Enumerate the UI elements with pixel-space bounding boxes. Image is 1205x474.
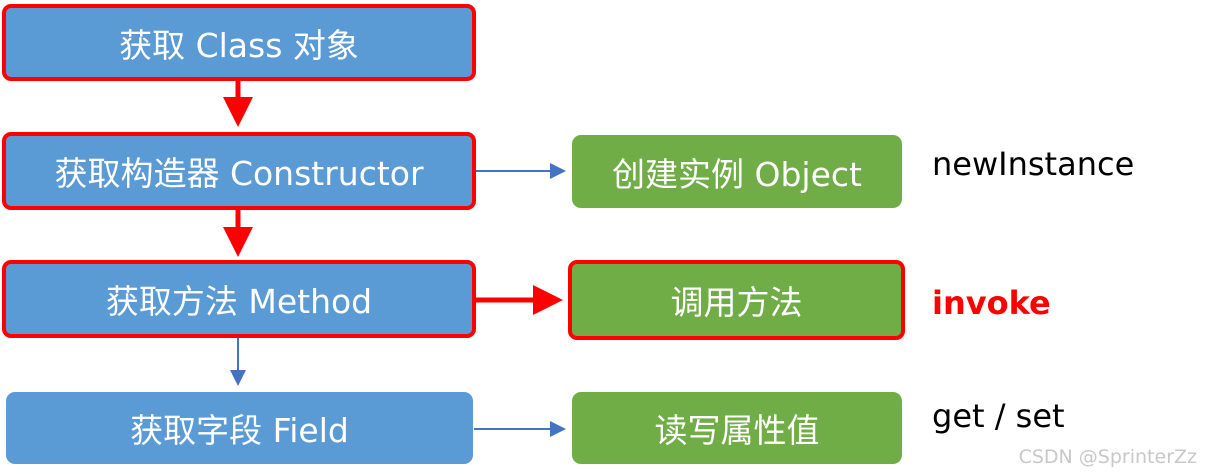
- api-get-set: get / set: [932, 397, 1065, 435]
- action-read-write-field-label: 读写属性值: [654, 411, 820, 450]
- action-invoke-method-label: 调用方法: [670, 283, 803, 322]
- step-get-constructor: 获取构造器 Constructor: [2, 132, 476, 210]
- action-create-instance-label: 创建实例 Object: [612, 154, 862, 194]
- api-invoke: invoke: [932, 284, 1051, 322]
- step-get-method-label: 获取方法 Method: [105, 282, 373, 321]
- step-get-constructor-label: 获取构造器 Constructor: [54, 154, 424, 193]
- action-invoke-method: 调用方法: [568, 260, 905, 340]
- step-get-class-label: 获取 Class 对象: [119, 25, 359, 65]
- step-get-class: 获取 Class 对象: [2, 4, 476, 81]
- action-create-instance: 创建实例 Object: [572, 135, 902, 208]
- api-newinstance: newInstance: [932, 145, 1135, 183]
- action-read-write-field: 读写属性值: [572, 392, 902, 464]
- step-get-field-label: 获取字段 Field: [130, 411, 349, 450]
- step-get-method: 获取方法 Method: [2, 260, 476, 338]
- watermark: CSDN @SprinterZz: [1018, 446, 1197, 468]
- step-get-field: 获取字段 Field: [6, 392, 473, 464]
